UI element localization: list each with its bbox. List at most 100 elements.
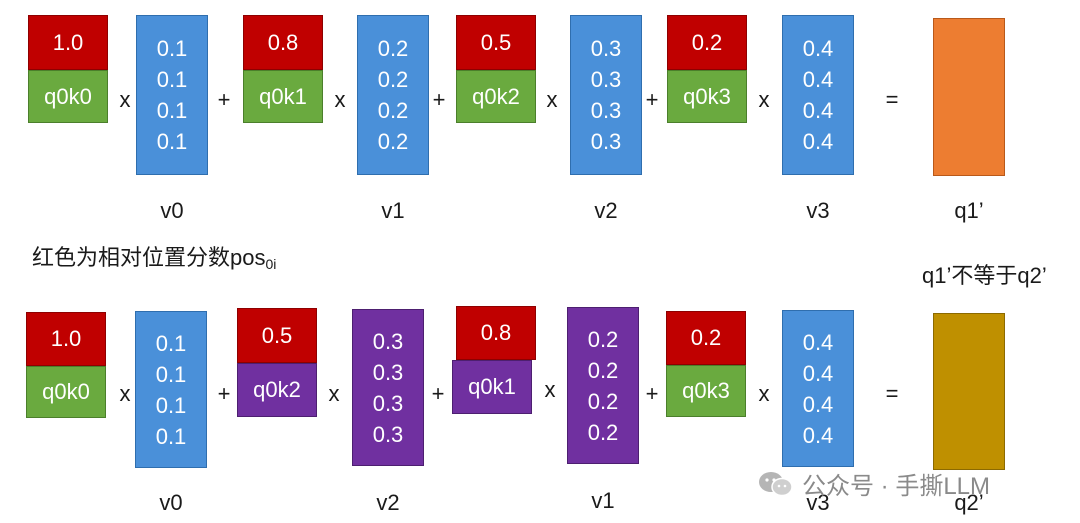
row1-score-1: 0.8 [243, 15, 323, 70]
plus-op: + [432, 87, 446, 112]
value-cell: 0.3 [590, 36, 622, 61]
equals-op: = [885, 87, 899, 112]
row1-value-vector-1: 0.2 0.2 0.2 0.2 [357, 15, 429, 175]
row2-score-3: 0.2 [666, 311, 746, 365]
inequality-note: q1’不等于q2’ [922, 263, 1047, 288]
value-cell: 0.1 [155, 361, 187, 387]
score-text: 0.8 [480, 320, 512, 345]
times-op: x [119, 381, 131, 406]
score-text: 0.2 [690, 325, 722, 350]
value-cell: 0.1 [156, 98, 188, 123]
key-text: q0k0 [44, 83, 92, 109]
row1-score-2: 0.5 [456, 15, 536, 70]
score-text: 0.5 [480, 29, 512, 55]
wechat-icon [758, 471, 794, 497]
plus-op: + [645, 381, 659, 406]
row1-value-vector-3: 0.4 0.4 0.4 0.4 [782, 15, 854, 175]
value-cell: 0.3 [372, 328, 404, 354]
plus-op: + [217, 381, 231, 406]
plus-op: + [217, 87, 231, 112]
value-cell: 0.2 [377, 36, 409, 61]
value-cell: 0.3 [590, 129, 622, 154]
row2-value-vector-3: 0.4 0.4 0.4 0.4 [782, 310, 854, 467]
value-cell: 0.4 [802, 129, 834, 154]
row2-key-3: q0k3 [666, 365, 746, 417]
value-cell: 0.1 [155, 392, 187, 418]
value-cell: 0.2 [587, 388, 619, 414]
key-text: q0k2 [253, 377, 301, 402]
row2-result-block [933, 313, 1005, 470]
times-op: x [758, 381, 770, 406]
value-cell: 0.2 [587, 326, 619, 352]
row2-key-1: q0k2 [237, 363, 317, 417]
value-cell: 0.1 [155, 330, 187, 356]
caption-subscript: 0i [265, 256, 277, 272]
times-op: x [119, 87, 131, 112]
score-text: 0.8 [267, 29, 299, 55]
value-cell: 0.4 [802, 329, 834, 355]
times-op: x [544, 377, 556, 402]
value-cell: 0.4 [802, 391, 834, 417]
value-cell: 0.4 [802, 98, 834, 123]
row1-result-label: q1’ [954, 198, 984, 223]
row1-result-block [933, 18, 1005, 176]
row1-value-vector-0: 0.1 0.1 0.1 0.1 [136, 15, 208, 175]
row1-key-0: q0k0 [28, 70, 108, 123]
row2-result-label: q2’ [954, 490, 984, 515]
times-op: x [546, 87, 558, 112]
score-text: 0.5 [261, 322, 293, 348]
times-op: x [758, 87, 770, 112]
key-text: q0k3 [683, 83, 731, 109]
row1-key-3: q0k3 [667, 70, 747, 123]
plus-op: + [431, 381, 445, 406]
row2-vlabel-1: v2 [376, 490, 400, 515]
value-cell: 0.3 [590, 98, 622, 123]
row1-vlabel-2: v2 [594, 198, 618, 223]
key-text: q0k2 [472, 83, 520, 109]
row1-key-1: q0k1 [243, 70, 323, 123]
row2-key-2: q0k1 [452, 360, 532, 414]
value-cell: 0.3 [372, 390, 404, 416]
key-text: q0k1 [259, 83, 307, 109]
times-op: x [334, 87, 346, 112]
value-cell: 0.2 [587, 357, 619, 383]
row1-value-vector-2: 0.3 0.3 0.3 0.3 [570, 15, 642, 175]
score-text: 0.2 [691, 29, 723, 55]
value-cell: 0.2 [377, 67, 409, 92]
value-cell: 0.1 [156, 129, 188, 154]
row1-score-3: 0.2 [667, 15, 747, 70]
value-cell: 0.2 [587, 419, 619, 445]
plus-op: + [645, 87, 659, 112]
value-cell: 0.1 [155, 423, 187, 449]
row2-score-0: 1.0 [26, 312, 106, 366]
row2-value-vector-0: 0.1 0.1 0.1 0.1 [135, 311, 207, 468]
row2-vlabel-2: v1 [591, 488, 615, 513]
value-cell: 0.4 [802, 360, 834, 386]
value-cell: 0.1 [156, 36, 188, 61]
value-cell: 0.3 [372, 359, 404, 385]
value-cell: 0.2 [377, 98, 409, 123]
row2-score-1: 0.5 [237, 308, 317, 363]
row1-key-2: q0k2 [456, 70, 536, 123]
row1-score-0: 1.0 [28, 15, 108, 70]
score-text: 1.0 [52, 29, 84, 55]
value-cell: 0.4 [802, 67, 834, 92]
score-text: 1.0 [50, 326, 82, 351]
value-cell: 0.2 [377, 129, 409, 154]
key-text: q0k0 [42, 379, 90, 404]
value-cell: 0.3 [372, 421, 404, 447]
row2-value-vector-2: 0.2 0.2 0.2 0.2 [567, 307, 639, 464]
watermark-text: 公众号 · 手撕LLM [802, 473, 991, 500]
watermark: 公众号 · 手撕LLM [758, 466, 990, 501]
row1-vlabel-3: v3 [806, 198, 830, 223]
row2-key-0: q0k0 [26, 366, 106, 418]
row2-value-vector-1: 0.3 0.3 0.3 0.3 [352, 309, 424, 466]
row1-vlabel-1: v1 [381, 198, 405, 223]
row1-vlabel-0: v0 [160, 198, 184, 223]
caption-main: 红色为相对位置分数pos [32, 245, 266, 270]
row2-score-2: 0.8 [456, 306, 536, 360]
caption: 红色为相对位置分数pos0i [32, 240, 276, 272]
row2-vlabel-3: v3 [806, 490, 830, 515]
value-cell: 0.3 [590, 67, 622, 92]
